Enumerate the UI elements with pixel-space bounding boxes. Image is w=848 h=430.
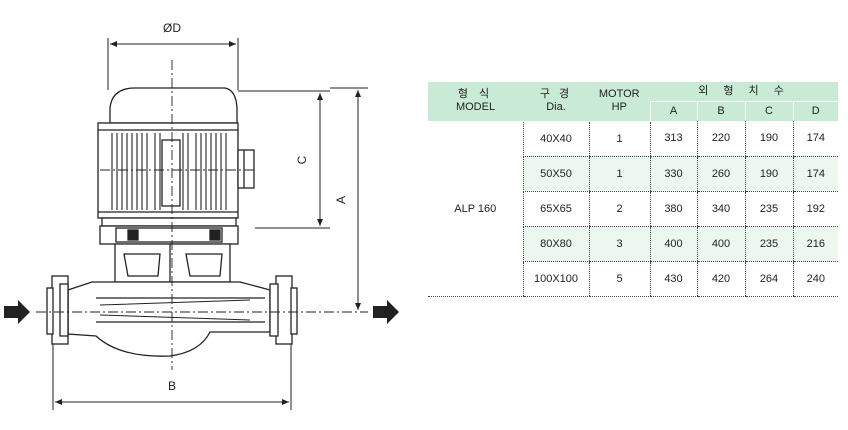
header-col-b: B bbox=[696, 101, 745, 121]
pump-dimension-drawing: ØD bbox=[4, 21, 399, 410]
header-col-d: D bbox=[792, 101, 839, 121]
c-cell: 235 bbox=[744, 191, 793, 227]
hp-cell: 1 bbox=[588, 156, 650, 192]
table-row: 50X50 1 330 260 190 174 bbox=[428, 156, 839, 192]
table-row: 80X80 3 400 400 235 216 bbox=[428, 226, 839, 262]
hp-cell: 2 bbox=[588, 191, 650, 227]
pump-bracket bbox=[114, 243, 231, 283]
c-cell: 264 bbox=[744, 261, 793, 297]
header-hp-label: HP bbox=[611, 101, 627, 114]
header-motor: MOTOR HP bbox=[589, 82, 650, 122]
model-cell: ALP 160 bbox=[428, 121, 523, 297]
length-b-dimension: B bbox=[52, 344, 292, 410]
d-cell: 216 bbox=[792, 226, 839, 262]
dia-cell: 50X50 bbox=[522, 156, 589, 192]
header-model-ko: 형 식 bbox=[457, 88, 494, 101]
outlet-arrow-icon bbox=[373, 300, 399, 324]
inlet-arrow-icon bbox=[4, 300, 30, 324]
diameter-label: ØD bbox=[163, 21, 181, 35]
header-motor-label: MOTOR bbox=[598, 88, 640, 101]
pump-casing bbox=[46, 275, 298, 357]
height-a-label: A bbox=[334, 196, 348, 204]
dia-cell: 100X100 bbox=[522, 261, 589, 297]
hp-cell: 3 bbox=[588, 226, 650, 262]
table-row: 65X65 2 380 340 235 192 bbox=[428, 191, 839, 227]
b-cell: 220 bbox=[696, 121, 745, 157]
header-model: 형 식 MODEL bbox=[428, 82, 523, 122]
b-cell: 420 bbox=[696, 261, 745, 297]
header-col-a: A bbox=[649, 101, 697, 121]
a-cell: 380 bbox=[649, 191, 697, 227]
d-cell: 192 bbox=[792, 191, 839, 227]
header-col-c: C bbox=[744, 101, 793, 121]
d-cell: 174 bbox=[792, 156, 839, 192]
dia-cell: 40X40 bbox=[522, 121, 589, 157]
c-cell: 190 bbox=[744, 156, 793, 192]
header-dimensions: 외 형 치 수 bbox=[650, 82, 839, 102]
a-cell: 400 bbox=[649, 226, 697, 262]
d-cell: 174 bbox=[792, 121, 839, 157]
motor-flange bbox=[99, 217, 239, 245]
d-cell: 240 bbox=[792, 261, 839, 297]
table-row: ALP 160 40X40 1 313 220 190 174 bbox=[428, 121, 839, 297]
c-cell: 190 bbox=[744, 121, 793, 157]
length-b-label: B bbox=[168, 379, 176, 393]
a-cell: 330 bbox=[649, 156, 697, 192]
dia-cell: 65X65 bbox=[522, 191, 589, 227]
header-dia: 구 경 Dia. bbox=[523, 82, 589, 122]
header-dia-ko: 구 경 bbox=[539, 88, 573, 101]
centerlines bbox=[36, 60, 360, 370]
height-c-label: C bbox=[295, 155, 309, 164]
dia-cell: 80X80 bbox=[522, 226, 589, 262]
hp-cell: 1 bbox=[588, 121, 650, 157]
hp-cell: 5 bbox=[588, 261, 650, 297]
a-cell: 430 bbox=[649, 261, 697, 297]
spec-table-container: 형 식 MODEL 구 경 Dia. MOTOR HP 외 형 치 수 A B … bbox=[428, 82, 839, 297]
motor-body bbox=[97, 87, 255, 219]
b-cell: 340 bbox=[696, 191, 745, 227]
c-cell: 235 bbox=[744, 226, 793, 262]
header-model-en: MODEL bbox=[455, 101, 496, 114]
height-c-dimension: C bbox=[238, 90, 330, 229]
dimension-spec-table: 형 식 MODEL 구 경 Dia. MOTOR HP 외 형 치 수 A B … bbox=[428, 82, 839, 297]
b-cell: 400 bbox=[696, 226, 745, 262]
b-cell: 260 bbox=[696, 156, 745, 192]
flow-direction-arrows bbox=[4, 300, 399, 324]
header-dia-en: Dia. bbox=[546, 101, 566, 114]
a-cell: 313 bbox=[649, 121, 697, 157]
diameter-dimension: ØD bbox=[107, 21, 239, 90]
table-row: 100X100 5 430 420 264 240 bbox=[428, 261, 839, 297]
height-a-dimension: A bbox=[330, 87, 368, 313]
